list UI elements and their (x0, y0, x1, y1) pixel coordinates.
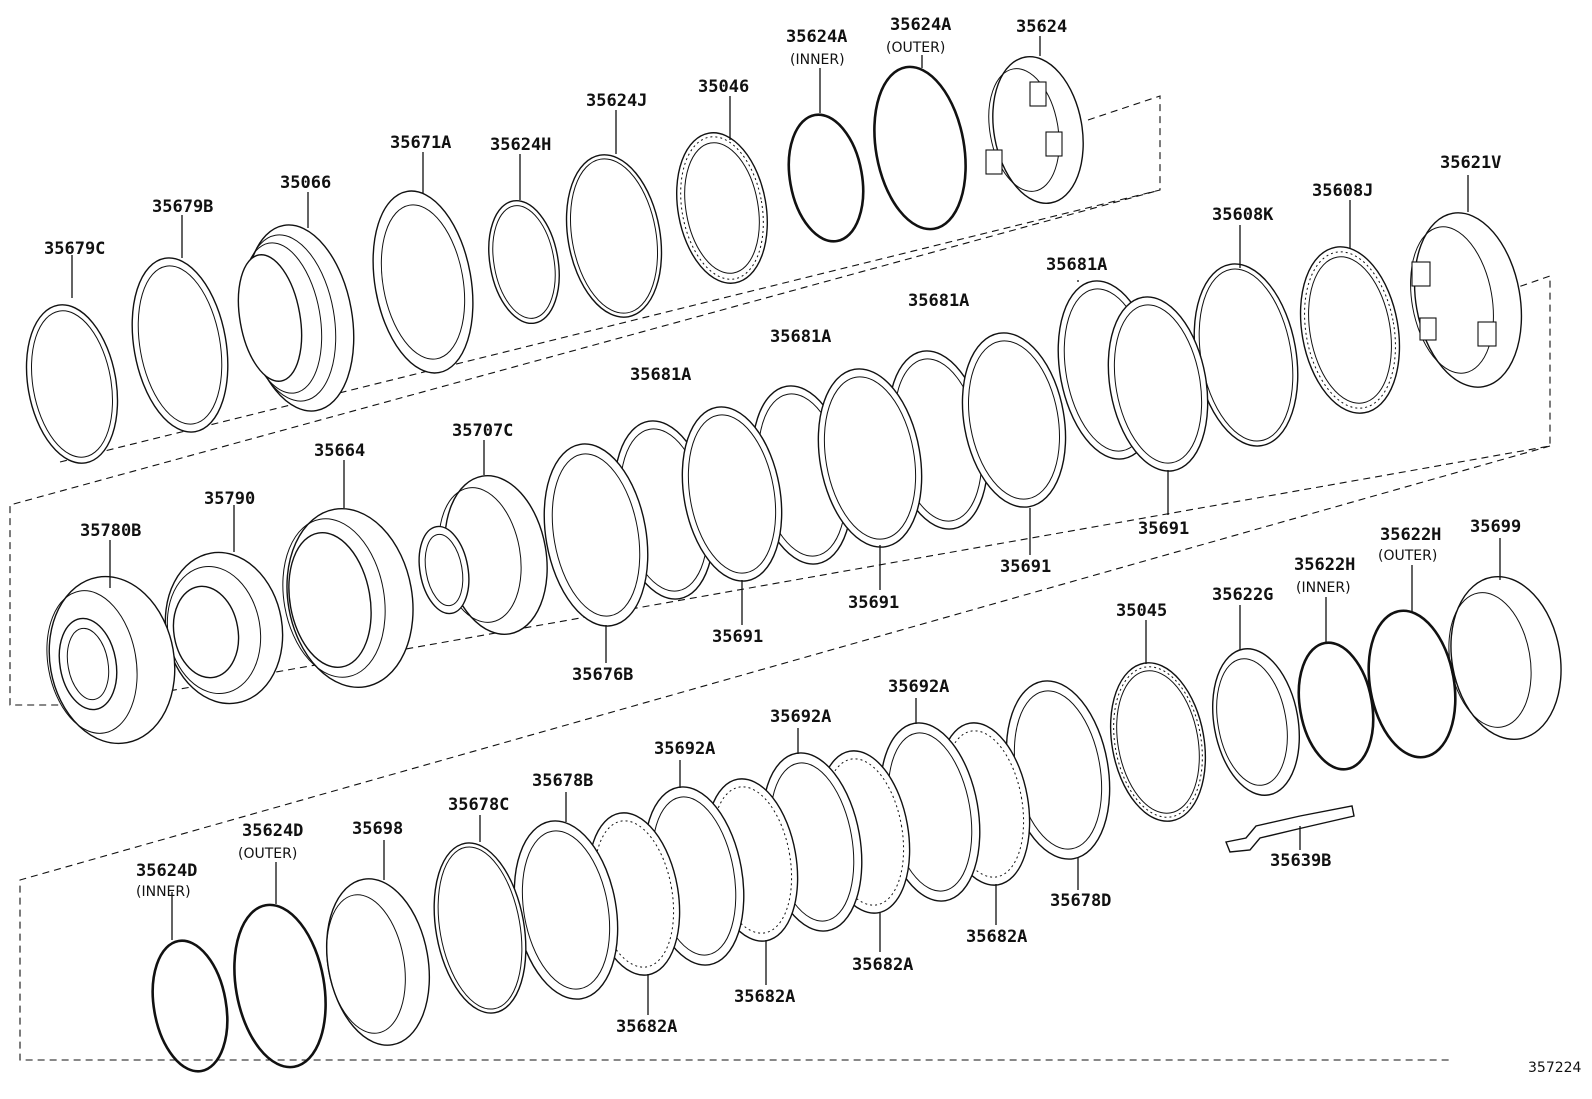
label-35622H-inner: 35622H (1294, 555, 1355, 575)
label-35046: 35046 (698, 77, 749, 97)
label-35692A-2: 35692A (770, 707, 831, 727)
label-35624H: 35624H (490, 135, 551, 155)
part-35622G-cylinder[interactable] (1202, 605, 1310, 802)
part-35790-gear[interactable] (154, 505, 295, 713)
label-35622H-outer-note: (OUTER) (1378, 548, 1437, 564)
part-35624H-snap-ring[interactable] (480, 154, 568, 329)
part-35691-plate-3[interactable] (949, 325, 1078, 555)
label-35622G: 35622G (1212, 585, 1273, 605)
label-35691-2: 35691 (848, 593, 899, 613)
label-35624D-outer: 35624D (242, 821, 303, 841)
label-35639B: 35639B (1270, 851, 1331, 871)
label-35698: 35698 (352, 819, 403, 839)
part-35624A-inner-o-ring[interactable] (779, 68, 872, 247)
label-35624A-outer: 35624A (890, 15, 951, 35)
part-35066-drum[interactable] (229, 192, 367, 420)
part-35679C-snap-ring[interactable] (15, 255, 129, 470)
figure-number: 357224 (1528, 1060, 1582, 1076)
part-35691-plate-2[interactable] (805, 361, 935, 590)
part-labels: 35679C 35679B 35066 35671A 35624H 35624J… (44, 15, 1582, 1076)
label-35622H-outer: 35622H (1380, 525, 1441, 545)
part-35691-plate-4[interactable] (1095, 289, 1220, 515)
part-35624-piston[interactable] (980, 36, 1094, 211)
label-35691-1: 35691 (712, 627, 763, 647)
part-35678B-plate[interactable] (501, 792, 631, 1007)
label-35682A-1: 35682A (616, 1017, 677, 1037)
part-35624J-snap-ring[interactable] (554, 110, 673, 325)
label-35682A-3: 35682A (852, 955, 913, 975)
label-35682A-4: 35682A (966, 927, 1027, 947)
label-35621V: 35621V (1440, 153, 1501, 173)
part-35780B-housing[interactable] (36, 540, 187, 753)
part-35624D-inner-o-ring[interactable] (143, 892, 237, 1077)
part-35046-spring-assembly[interactable] (665, 96, 778, 290)
part-35624A-outer-o-ring[interactable] (862, 55, 977, 236)
part-35045-spring-assembly[interactable] (1099, 620, 1217, 829)
label-35608J: 35608J (1312, 181, 1373, 201)
label-35790: 35790 (204, 489, 255, 509)
label-35699: 35699 (1470, 517, 1521, 537)
part-35622H-inner-o-ring[interactable] (1289, 597, 1382, 775)
label-35678C: 35678C (448, 795, 509, 815)
label-35622H-inner-note: (INNER) (1296, 580, 1351, 596)
part-35671A-plate[interactable] (360, 152, 486, 381)
label-35608K: 35608K (1212, 205, 1274, 225)
label-35681A-1: 35681A (630, 365, 691, 385)
label-35671A: 35671A (390, 133, 451, 153)
label-35664: 35664 (314, 441, 365, 461)
label-35624J: 35624J (586, 91, 647, 111)
part-35622H-outer-o-ring[interactable] (1358, 565, 1466, 764)
label-35692A-1: 35692A (654, 739, 715, 759)
label-35679C: 35679C (44, 239, 105, 259)
label-35624: 35624 (1016, 17, 1067, 37)
part-35664-drum[interactable] (271, 460, 427, 697)
label-35624D-inner: 35624D (136, 861, 197, 881)
part-35678D-plate[interactable] (993, 673, 1123, 890)
label-35780B: 35780B (80, 521, 141, 541)
label-35681A-4: 35681A (1046, 255, 1107, 275)
part-35699-piston[interactable] (1439, 538, 1574, 748)
label-35691-3: 35691 (1000, 557, 1051, 577)
part-35678C-snap-ring[interactable] (422, 815, 539, 1020)
label-35678D: 35678D (1050, 891, 1111, 911)
part-35698-piston[interactable] (314, 840, 442, 1053)
label-35678B: 35678B (532, 771, 593, 791)
label-35066: 35066 (280, 173, 331, 193)
part-35608J-spring-assembly[interactable] (1288, 200, 1412, 421)
label-35624D-outer-note: (OUTER) (238, 846, 297, 862)
part-35707C-hub[interactable] (413, 440, 559, 642)
label-35707C: 35707C (452, 421, 513, 441)
part-35639B-bracket[interactable] (1225, 805, 1355, 853)
part-35624D-outer-o-ring[interactable] (222, 862, 337, 1074)
label-35692A-3: 35692A (888, 677, 949, 697)
label-35045: 35045 (1116, 601, 1167, 621)
label-35624D-inner-note: (INNER) (136, 884, 191, 900)
label-35682A-2: 35682A (734, 987, 795, 1007)
part-35679B-plate[interactable] (119, 215, 240, 440)
label-35681A-3: 35681A (908, 291, 969, 311)
part-35621V-piston[interactable] (1400, 175, 1535, 396)
label-35681A-2: 35681A (770, 327, 831, 347)
label-35679B: 35679B (152, 197, 213, 217)
label-35624A-inner-note: (INNER) (790, 52, 845, 68)
part-35676B-plate[interactable] (531, 436, 661, 663)
label-35691-4: 35691 (1138, 519, 1189, 539)
label-35676B: 35676B (572, 665, 633, 685)
part-35691-plate-1[interactable] (669, 399, 794, 625)
label-35624A-inner: 35624A (786, 27, 847, 47)
label-35624A-outer-note: (OUTER) (886, 40, 945, 56)
